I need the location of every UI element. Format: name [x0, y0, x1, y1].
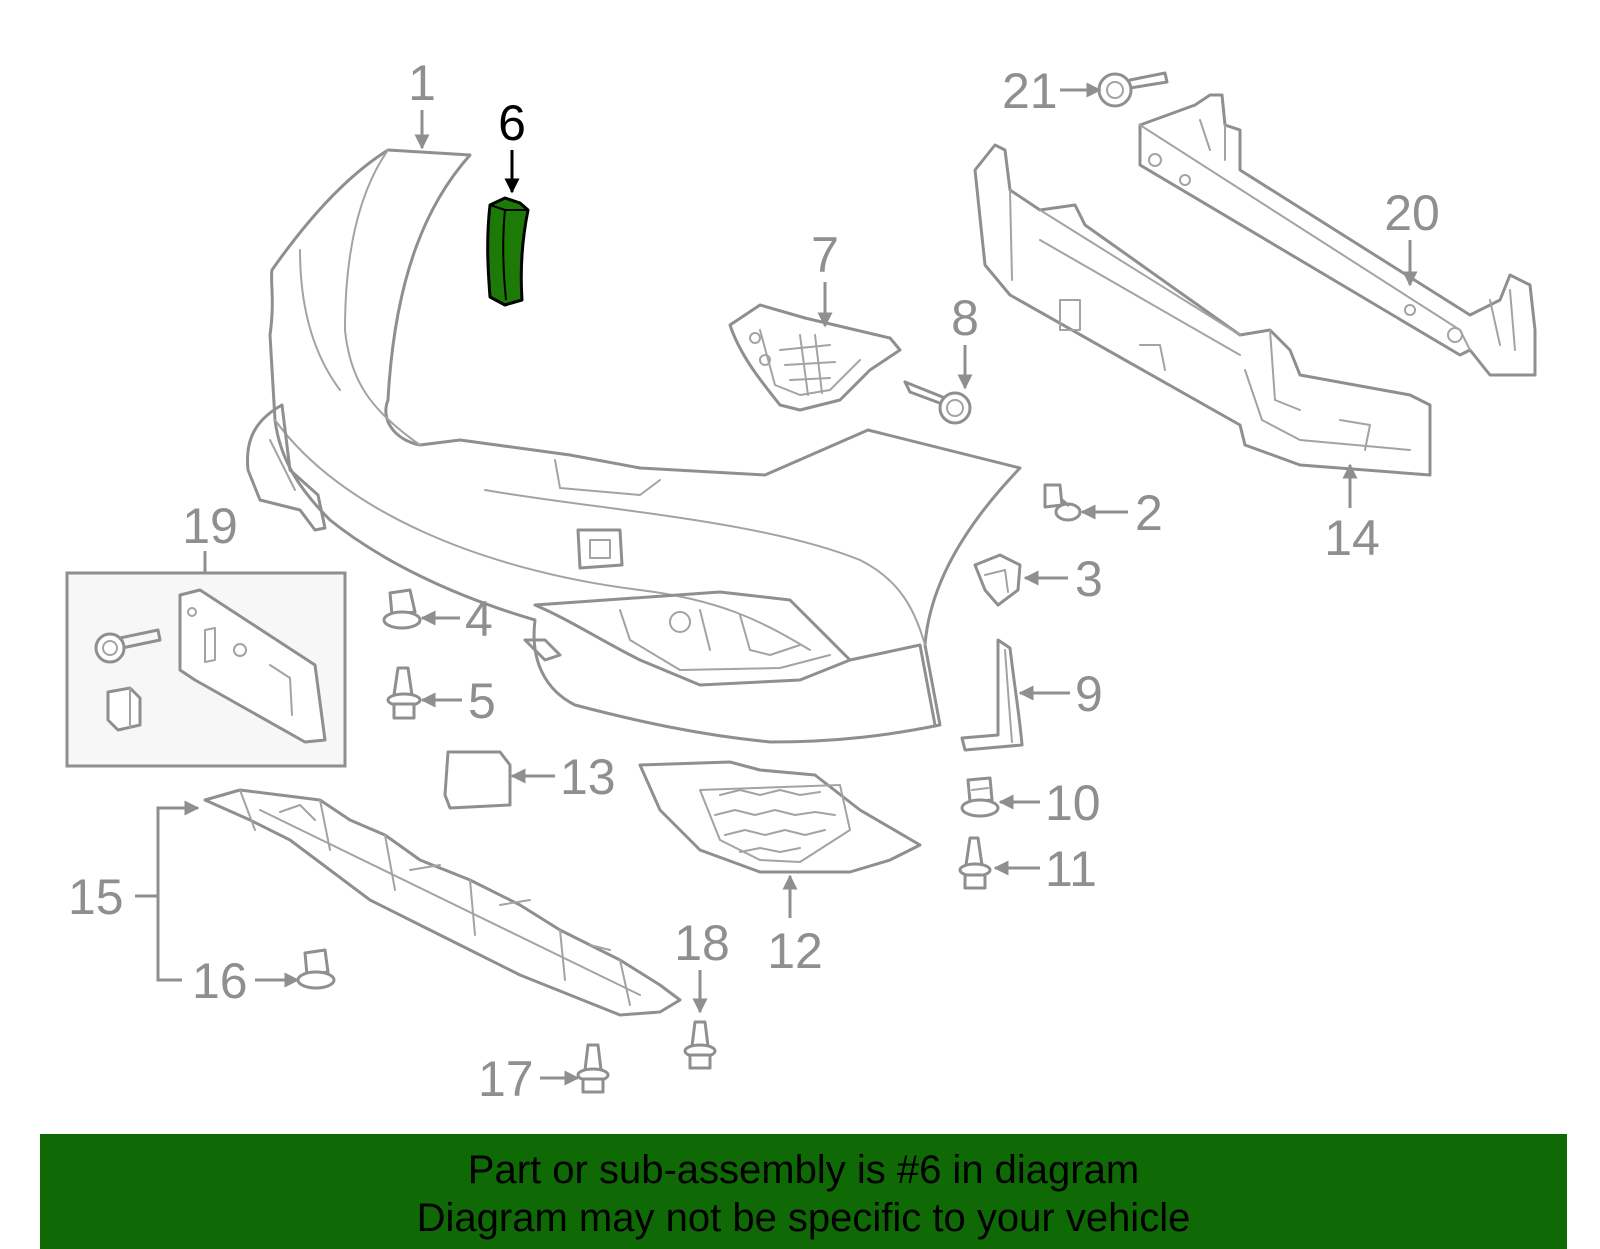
callout-18[interactable]: 18	[674, 915, 730, 971]
callout-14[interactable]: 14	[1324, 510, 1380, 566]
banner-disclaimer: Diagram may not be specific to your vehi…	[416, 1196, 1191, 1240]
screw-part-11[interactable]	[958, 836, 992, 890]
callout-4[interactable]: 4	[465, 591, 493, 647]
bracket-part-highlighted[interactable]	[486, 196, 530, 307]
info-banner: Part or sub-assembly is #6 in diagram Di…	[40, 1134, 1567, 1249]
lower-reinforcement-part[interactable]	[203, 788, 682, 1017]
banner-part-note: Part or sub-assembly is #6 in diagram	[467, 1148, 1140, 1192]
callout-8[interactable]: 8	[951, 290, 979, 346]
callout-7[interactable]: 7	[811, 227, 839, 283]
callout-20[interactable]: 20	[1384, 185, 1440, 241]
clip-part-4[interactable]	[382, 588, 422, 630]
license-bracket-kit-part[interactable]	[65, 571, 347, 768]
callout-19[interactable]: 19	[182, 498, 238, 554]
screw-part-17[interactable]	[576, 1043, 610, 1094]
side-bracket-part[interactable]	[728, 303, 902, 412]
fog-grille-part[interactable]	[638, 760, 922, 874]
retainer-part-3[interactable]	[973, 553, 1022, 607]
callout-2[interactable]: 2	[1135, 485, 1163, 541]
screw-part-5[interactable]	[386, 666, 422, 720]
callout-16[interactable]: 16	[192, 953, 248, 1009]
screw-part-18[interactable]	[683, 1020, 717, 1070]
bolt-part-8[interactable]	[903, 380, 972, 425]
tow-hook-cover-part[interactable]	[443, 750, 512, 810]
clip-part-16[interactable]	[296, 948, 336, 990]
side-support-part-9[interactable]	[960, 638, 1024, 752]
callout-6[interactable]: 6	[498, 95, 526, 151]
callout-3[interactable]: 3	[1075, 551, 1103, 607]
bolt-part-21[interactable]	[1097, 71, 1169, 108]
callout-labels: 1 2 3 4 5 6 7 8 9 10 11 12 13 14 15 16 1…	[68, 55, 1440, 1107]
clip-part-10[interactable]	[960, 776, 1000, 818]
bumper-cover-part[interactable]	[245, 148, 1022, 744]
callout-9[interactable]: 9	[1075, 666, 1103, 722]
callout-15[interactable]: 15	[68, 869, 124, 925]
callout-12[interactable]: 12	[767, 923, 823, 979]
callout-1[interactable]: 1	[408, 55, 436, 111]
callout-leaders	[135, 82, 1418, 1086]
callout-17[interactable]: 17	[478, 1051, 534, 1107]
callout-21[interactable]: 21	[1002, 63, 1058, 119]
reinforcement-bar-part[interactable]	[1138, 93, 1537, 377]
callout-10[interactable]: 10	[1045, 775, 1101, 831]
energy-absorber-part[interactable]	[973, 143, 1432, 477]
callout-11[interactable]: 11	[1045, 841, 1097, 897]
callout-13[interactable]: 13	[560, 749, 616, 805]
clip-part-2[interactable]	[1043, 483, 1082, 522]
callout-5[interactable]: 5	[468, 673, 496, 729]
